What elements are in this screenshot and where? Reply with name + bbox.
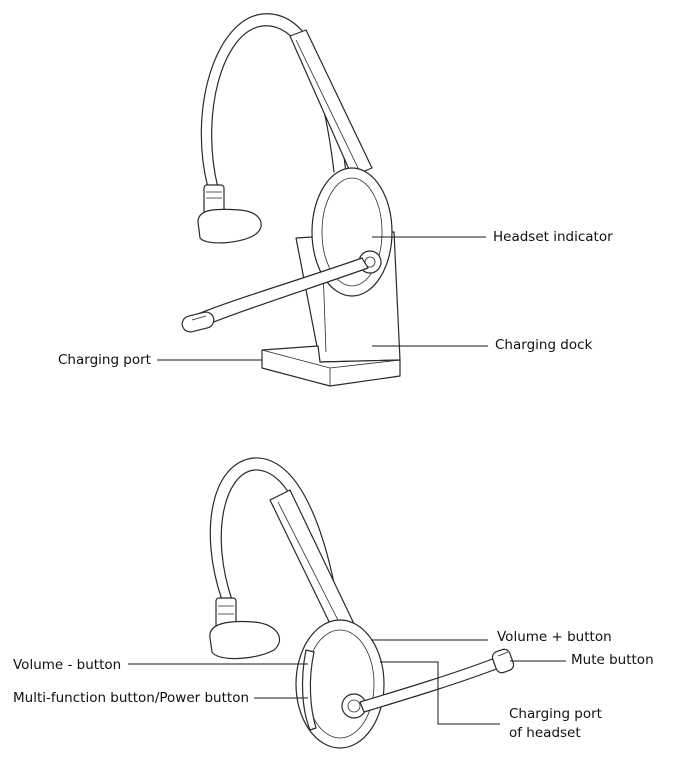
- headset-side-illustration: [209, 457, 515, 749]
- headset-on-dock-illustration: [181, 13, 401, 387]
- charging-dock-label: Charging dock: [495, 337, 593, 353]
- charging-port-label: Charging port: [58, 352, 151, 368]
- headset-indicator-label: Headset indicator: [493, 229, 613, 245]
- leader-lines: [128, 236, 566, 725]
- charging-port-of-headset-label-line1: Charging port: [509, 706, 602, 722]
- charging-port-of-headset-label-line2: of headset: [509, 725, 581, 741]
- mute-button-label: Mute button: [571, 652, 654, 668]
- leader-charging-port-headset: [380, 661, 500, 725]
- multi-function-button-label: Multi-function button/Power button: [13, 690, 250, 706]
- volume-minus-button-label: Volume - button: [13, 657, 122, 673]
- volume-plus-button-label: Volume + button: [497, 629, 612, 645]
